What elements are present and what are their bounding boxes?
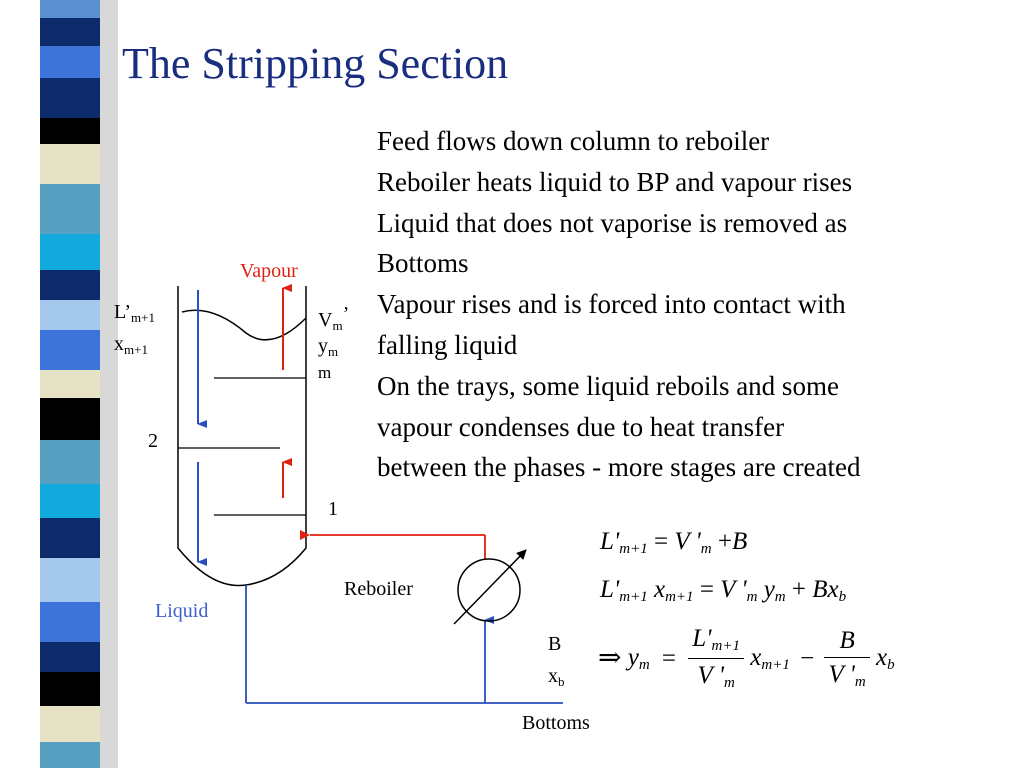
- eq3-B: B: [839, 626, 855, 654]
- eq2-Bx: Bx: [812, 576, 839, 603]
- eq2-V-sub: m: [746, 589, 758, 605]
- eq3-x: x: [750, 643, 762, 671]
- equation-operating-line: ⇒ ym = L'm+1 V 'm xm+1 − B V 'm xb: [598, 626, 895, 691]
- liquid-composition-label: xm+1: [114, 334, 148, 356]
- bottoms-flow-label: B: [548, 633, 562, 655]
- eq1-plus: +: [717, 528, 732, 555]
- vapour-label: Vapour: [240, 260, 298, 282]
- eq3-L: L': [692, 625, 712, 652]
- eq3-minus: −: [800, 645, 815, 672]
- eq3-V2: V ': [828, 660, 855, 688]
- bullet-line: Feed flows down column to reboiler: [377, 126, 770, 156]
- eq3-xb-group: xb: [875, 643, 895, 673]
- bullet-line: Vapour rises and is forced into contact …: [377, 289, 846, 320]
- eq3-V-sub: m: [723, 675, 735, 691]
- x-symbol: x: [114, 333, 124, 355]
- fraction-numerator: B: [824, 626, 870, 658]
- eq1-L: L': [600, 528, 620, 555]
- liquid-flow-label: L’m+1: [114, 302, 155, 324]
- vapour-flow-label: Vm’: [318, 304, 349, 332]
- y-subscript: m: [328, 344, 339, 359]
- liquid-surface: [181, 309, 307, 341]
- fraction-b-over-v: B V 'm: [824, 626, 870, 690]
- fraction-l-over-v: L'm+1 V 'm: [688, 625, 745, 691]
- eq1-L-sub: m+1: [619, 541, 648, 557]
- bullet-line: between the phases - more stages are cre…: [377, 452, 861, 483]
- eq2-y-sub: m: [774, 589, 786, 605]
- eq2-x: x: [653, 576, 666, 603]
- eq2-plus: +: [791, 576, 806, 603]
- reboiler-symbol: [457, 558, 521, 622]
- eq3-equals: =: [661, 645, 677, 672]
- l-subscript: m+1: [131, 310, 155, 325]
- xb-symbol: x: [548, 665, 558, 687]
- fraction-denominator: V 'm: [688, 659, 744, 691]
- y-symbol: y: [318, 335, 328, 357]
- fraction-numerator: L'm+1: [688, 625, 745, 659]
- v-prime: ’: [342, 303, 350, 325]
- slide-title: The Stripping Section: [122, 39, 509, 88]
- eq2-equals: =: [699, 576, 714, 603]
- v-symbol: V: [318, 309, 333, 331]
- eq3-L-sub: m+1: [711, 638, 741, 654]
- bullet-line: falling liquid: [377, 329, 518, 360]
- eq3-x-sub: m+1: [761, 656, 790, 673]
- bullet-list: Feed flows down column to reboiler Reboi…: [377, 121, 1017, 488]
- xb-subscript: b: [558, 674, 565, 689]
- eq2-y: y: [763, 576, 775, 603]
- eq3-xb-sub: b: [887, 656, 895, 673]
- l-symbol: L’: [114, 301, 132, 323]
- reboiler-label: Reboiler: [344, 578, 413, 600]
- eq3-x-group: xm+1: [750, 643, 790, 673]
- bullet-line: On the trays, some liquid reboils and so…: [377, 370, 839, 401]
- eq2-x-sub: m+1: [665, 589, 694, 605]
- bullet-line: vapour condenses due to heat transfer: [377, 411, 785, 442]
- implies-symbol: ⇒: [598, 642, 622, 674]
- eq2-V: V ': [720, 576, 747, 603]
- eq3-xb: x: [875, 643, 888, 671]
- stage-m-label: m: [318, 363, 332, 382]
- vapour-composition-label: ym: [318, 336, 338, 358]
- fraction-denominator: V 'm: [824, 658, 869, 690]
- eq2-L-sub: m+1: [619, 589, 648, 605]
- reboiler-control-arrow: [453, 549, 527, 625]
- bullet-line: Bottoms: [377, 248, 469, 279]
- stage-2-label: 2: [148, 430, 158, 452]
- eq3-y-group: ym: [627, 643, 650, 673]
- bottoms-composition-label: xb: [548, 666, 565, 688]
- equation-material-balance: L'm+1 = V 'm +B: [600, 529, 747, 557]
- eq3-y: y: [627, 643, 639, 671]
- eq3-V2-sub: m: [854, 673, 866, 690]
- eq1-V: V ': [674, 528, 701, 555]
- eq3-V: V ': [697, 662, 724, 689]
- v-subscript: m: [332, 318, 343, 333]
- bullet-line: Liquid that does not vaporise is removed…: [377, 207, 848, 238]
- liquid-label: Liquid: [155, 600, 209, 622]
- decorative-stripe: [0, 0, 118, 768]
- bullet-line: Reboiler heats liquid to BP and vapour r…: [377, 166, 853, 197]
- stage-1-label: 1: [328, 498, 338, 520]
- eq2-L: L': [600, 576, 620, 603]
- bottoms-label: Bottoms: [522, 712, 590, 734]
- eq3-y-sub: m: [638, 656, 650, 673]
- eq1-equals: =: [653, 528, 669, 555]
- eq1-V-sub: m: [700, 541, 712, 557]
- equation-component-balance: L'm+1 xm+1 = V 'm ym + Bxb: [600, 577, 846, 605]
- x-subscript: m+1: [124, 342, 148, 357]
- eq1-B: B: [731, 528, 748, 555]
- eq2-Bx-sub: b: [838, 589, 847, 605]
